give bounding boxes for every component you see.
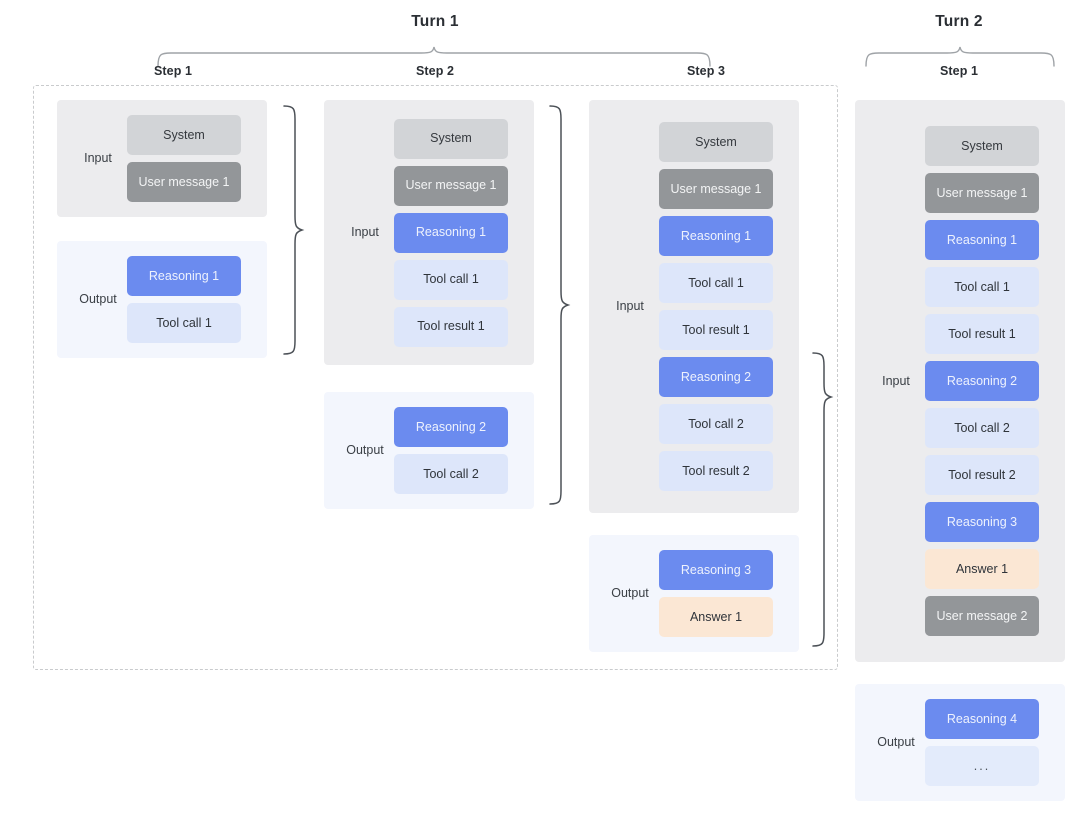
block-tool-call-1[interactable]: Tool call 1	[659, 263, 773, 303]
block-ellipsis[interactable]: ...	[925, 746, 1039, 786]
turn1-step1-output-blocks: Reasoning 1 Tool call 1	[127, 256, 241, 343]
input-label: Input	[882, 373, 910, 388]
block-user-message-1[interactable]: User message 1	[127, 162, 241, 202]
output-label: Output	[877, 735, 915, 749]
block-system[interactable]: System	[925, 126, 1039, 166]
turn-2-brace	[865, 46, 1055, 67]
turn1-step2-output-blocks: Reasoning 2 Tool call 2	[394, 407, 508, 494]
turn-1-brace	[157, 46, 711, 67]
turn1-step2-input-panel: Input System User message 1 Reasoning 1 …	[324, 100, 534, 365]
block-reasoning-4[interactable]: Reasoning 4	[925, 699, 1039, 739]
block-reasoning-3[interactable]: Reasoning 3	[925, 502, 1039, 542]
block-tool-call-2[interactable]: Tool call 2	[659, 404, 773, 444]
block-system[interactable]: System	[127, 115, 241, 155]
block-tool-result-2[interactable]: Tool result 2	[659, 451, 773, 491]
turn1-step1-output-panel: Output Reasoning 1 Tool call 1	[57, 241, 267, 358]
input-label: Input	[84, 151, 112, 165]
block-tool-result-1[interactable]: Tool result 1	[659, 310, 773, 350]
block-system[interactable]: System	[659, 122, 773, 162]
turn2-step-1-label: Step 1	[939, 64, 979, 78]
turn1-step1-input-panel: Input System User message 1	[57, 100, 267, 217]
turn-1-title: Turn 1	[411, 13, 459, 30]
block-system[interactable]: System	[394, 118, 508, 159]
input-label: Input	[351, 225, 379, 239]
block-answer-1[interactable]: Answer 1	[659, 597, 773, 637]
turn2-step1-output-blocks: Reasoning 4 ...	[925, 699, 1039, 786]
turn1-step1-input-blocks: System User message 1	[127, 115, 241, 202]
block-user-message-2[interactable]: User message 2	[925, 596, 1039, 636]
turn1-step3-input-panel: Input System User message 1 Reasoning 1 …	[589, 100, 799, 513]
block-tool-call-1[interactable]: Tool call 1	[127, 303, 241, 343]
block-reasoning-2[interactable]: Reasoning 2	[394, 407, 508, 447]
block-tool-call-1[interactable]: Tool call 1	[394, 259, 508, 300]
block-tool-call-2[interactable]: Tool call 2	[925, 408, 1039, 448]
block-reasoning-1[interactable]: Reasoning 1	[394, 212, 508, 253]
block-tool-result-1[interactable]: Tool result 1	[394, 306, 508, 347]
turn1-step-1-label: Step 1	[153, 64, 193, 78]
block-user-message-1[interactable]: User message 1	[394, 165, 508, 206]
input-label: Input	[616, 299, 644, 313]
block-tool-call-2[interactable]: Tool call 2	[394, 454, 508, 494]
output-label: Output	[611, 586, 649, 600]
turn1-step2-output-panel: Output Reasoning 2 Tool call 2	[324, 392, 534, 509]
block-tool-call-1[interactable]: Tool call 1	[925, 267, 1039, 307]
block-user-message-1[interactable]: User message 1	[659, 169, 773, 209]
block-user-message-1[interactable]: User message 1	[925, 173, 1039, 213]
turn1-step3-output-panel: Output Reasoning 3 Answer 1	[589, 535, 799, 652]
turn2-step1-input-panel: Input System User message 1 Reasoning 1 …	[855, 100, 1065, 662]
block-answer-1[interactable]: Answer 1	[925, 549, 1039, 589]
block-reasoning-1[interactable]: Reasoning 1	[925, 220, 1039, 260]
output-label: Output	[79, 292, 117, 306]
turn1-step3-input-blocks: System User message 1 Reasoning 1 Tool c…	[659, 122, 773, 491]
turn1-step-3-label: Step 3	[686, 64, 726, 78]
block-reasoning-1[interactable]: Reasoning 1	[659, 216, 773, 256]
turn1-step3-output-blocks: Reasoning 3 Answer 1	[659, 550, 773, 637]
block-tool-result-2[interactable]: Tool result 2	[925, 455, 1039, 495]
turn1-step-2-label: Step 2	[415, 64, 455, 78]
turn2-step1-input-blocks: System User message 1 Reasoning 1 Tool c…	[925, 126, 1039, 636]
block-tool-result-1[interactable]: Tool result 1	[925, 314, 1039, 354]
block-reasoning-3[interactable]: Reasoning 3	[659, 550, 773, 590]
turn2-step1-output-panel: Output Reasoning 4 ...	[855, 684, 1065, 801]
block-reasoning-2[interactable]: Reasoning 2	[659, 357, 773, 397]
turn-2-title: Turn 2	[935, 13, 983, 30]
turn1-step2-input-blocks: System User message 1 Reasoning 1 Tool c…	[394, 118, 508, 347]
block-reasoning-1[interactable]: Reasoning 1	[127, 256, 241, 296]
block-reasoning-2[interactable]: Reasoning 2	[925, 361, 1039, 401]
turn-1-frame	[33, 85, 838, 670]
output-label: Output	[346, 443, 384, 457]
